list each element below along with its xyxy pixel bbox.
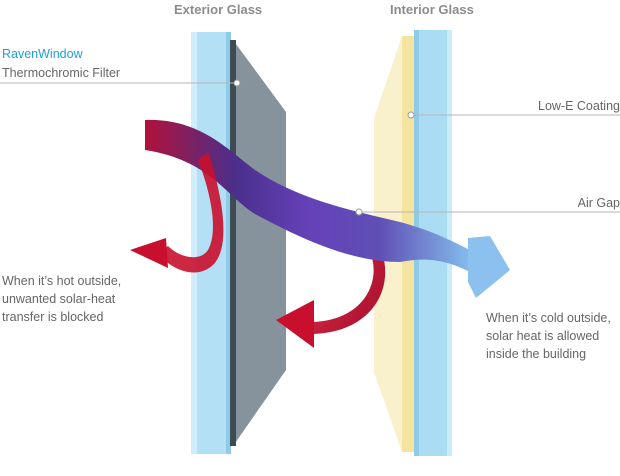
- hot-caption-line: When it’s hot outside,: [2, 274, 122, 288]
- cold-caption-line: solar heat is allowed: [486, 329, 600, 343]
- reflected-heat-arrow-lower: [276, 218, 386, 348]
- solar-heat-ribbon: [145, 119, 510, 298]
- thermochromic-filter-slab: [230, 40, 286, 446]
- interior-glass-heading: Interior Glass: [390, 2, 474, 17]
- airgap-dot: [355, 208, 363, 216]
- callout-leaders: [0, 82, 620, 213]
- cold-outside-caption: When it’s cold outside, solar heat is al…: [486, 309, 611, 363]
- hot-caption-line: unwanted solar-heat: [2, 292, 116, 306]
- filter-label: Thermochromic Filter: [2, 66, 121, 80]
- brand-name: RavenWindow: [2, 47, 83, 61]
- hot-caption-line: transfer is blocked: [2, 310, 104, 324]
- reflected-heat-arrow-upper: [130, 152, 224, 273]
- cold-caption-line: inside the building: [486, 347, 587, 361]
- exterior-glass-heading: Exterior Glass: [174, 2, 263, 17]
- cold-caption-line: When it’s cold outside,: [486, 311, 611, 325]
- lowe-label: Low-E Coating: [538, 99, 620, 113]
- filter-dot: [233, 79, 241, 87]
- lowe-dot: [407, 111, 415, 119]
- airgap-label: Air Gap: [577, 196, 620, 210]
- hot-outside-caption: When it’s hot outside, unwanted solar-he…: [2, 272, 121, 326]
